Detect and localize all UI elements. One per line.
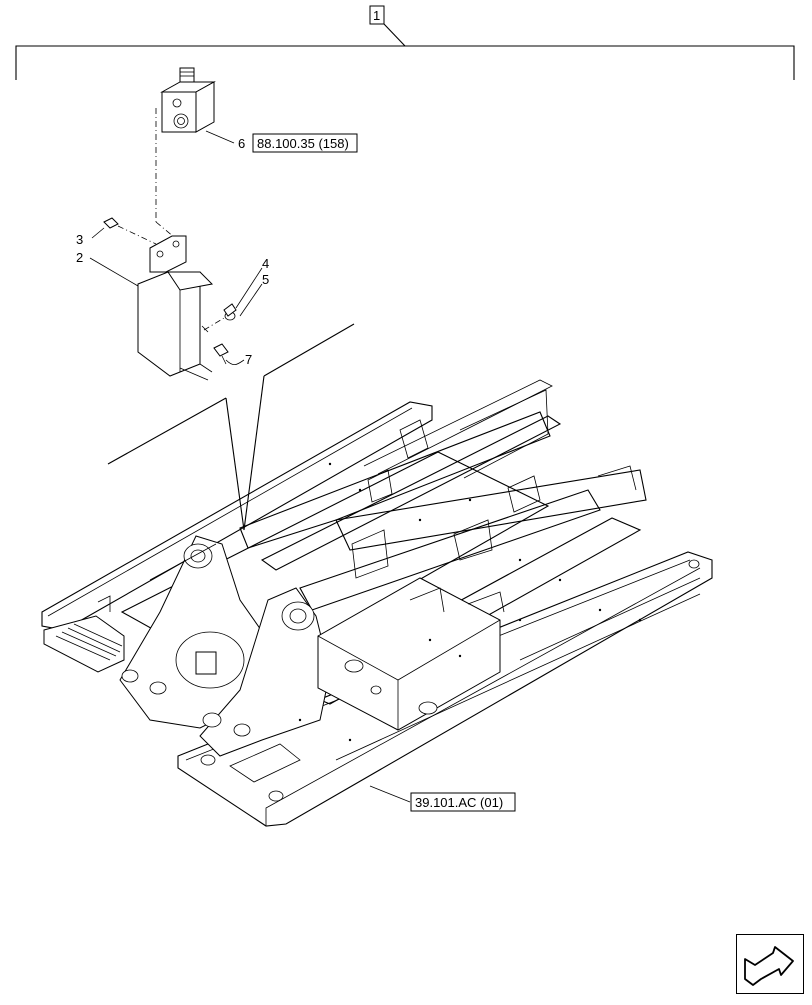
callout-3[interactable]: 3 — [76, 227, 105, 247]
valve-ref-label: 88.100.35 (158) — [257, 136, 349, 151]
callout-7-label: 7 — [245, 352, 252, 367]
callout-7[interactable]: 7 — [225, 352, 252, 367]
next-page-button[interactable] — [736, 934, 804, 994]
undercarriage-frame — [41, 379, 713, 827]
assembly-ref-box[interactable]: 1 — [369, 5, 385, 25]
washer-bolt-4-5 — [201, 303, 237, 333]
bolt-7 — [213, 343, 229, 365]
valve-ref-box[interactable]: 88.100.35 (158) — [252, 133, 358, 153]
next-page-arrow-icon — [744, 946, 794, 986]
callout-3-label: 3 — [76, 232, 83, 247]
zoom-leader-lines — [107, 323, 355, 531]
assembly-ref-label: 1 — [373, 8, 380, 23]
callout-4[interactable]: 4 — [235, 256, 269, 309]
callout-6-label: 6 — [238, 136, 245, 151]
callout-5-label: 5 — [262, 272, 269, 287]
mounting-bracket — [137, 235, 214, 381]
valve-block — [160, 67, 216, 133]
callout-6[interactable]: 6 — [205, 130, 245, 151]
callout-2-label: 2 — [76, 250, 83, 265]
assembly-bracket — [15, 23, 795, 80]
callout-frame[interactable] — [369, 785, 411, 803]
bolt-3 — [103, 217, 157, 245]
frame-ref-box[interactable]: 39.101.AC (01) — [410, 792, 516, 812]
callout-2[interactable]: 2 — [76, 250, 139, 287]
frame-ref-label: 39.101.AC (01) — [415, 795, 503, 810]
callout-4-label: 4 — [262, 256, 269, 271]
callout-5[interactable]: 5 — [239, 272, 269, 317]
